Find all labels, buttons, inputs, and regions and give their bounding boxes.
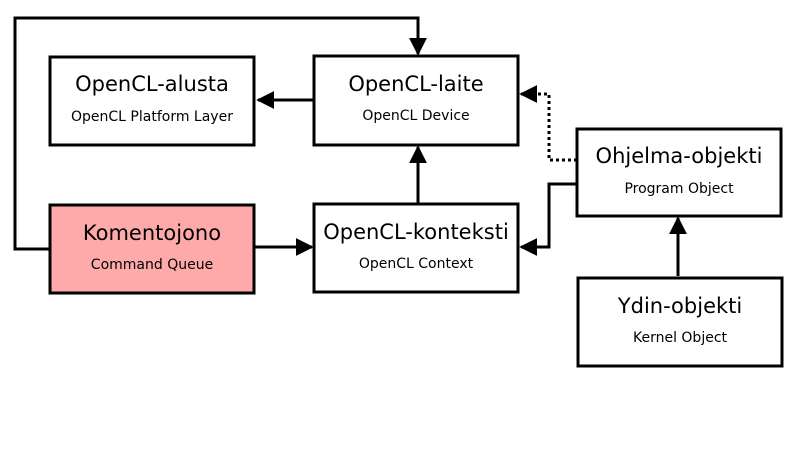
- node-program: Ohjelma-objekti Program Object: [575, 127, 783, 218]
- node-context-title: OpenCL-konteksti: [323, 220, 509, 244]
- edges: [13, 16, 687, 276]
- node-platform-subtitle: OpenCL Platform Layer: [71, 109, 233, 125]
- node-device: OpenCL-laite OpenCL Device: [312, 54, 520, 147]
- node-kernel-title: Ydin-objekti: [617, 294, 742, 318]
- node-program-subtitle: Program Object: [624, 181, 734, 197]
- edge-queue-to-device: [13, 16, 427, 251]
- node-device-subtitle: OpenCL Device: [362, 108, 469, 124]
- edge-program-to-context: [519, 182, 577, 256]
- node-queue-subtitle: Command Queue: [91, 257, 213, 273]
- node-kernel: Ydin-objekti Kernel Object: [576, 276, 784, 368]
- node-device-title: OpenCL-laite: [348, 72, 483, 96]
- node-queue-title: Komentojono: [83, 221, 221, 245]
- node-platform-title: OpenCL-alusta: [75, 72, 229, 96]
- node-context-subtitle: OpenCL Context: [359, 256, 474, 272]
- node-platform: OpenCL-alusta OpenCL Platform Layer: [48, 55, 256, 147]
- node-kernel-subtitle: Kernel Object: [633, 330, 728, 346]
- node-context: OpenCL-konteksti OpenCL Context: [312, 202, 520, 294]
- node-program-title: Ohjelma-objekti: [596, 144, 763, 168]
- edge-program-to-device: [519, 85, 577, 162]
- node-queue: Komentojono Command Queue: [48, 203, 256, 295]
